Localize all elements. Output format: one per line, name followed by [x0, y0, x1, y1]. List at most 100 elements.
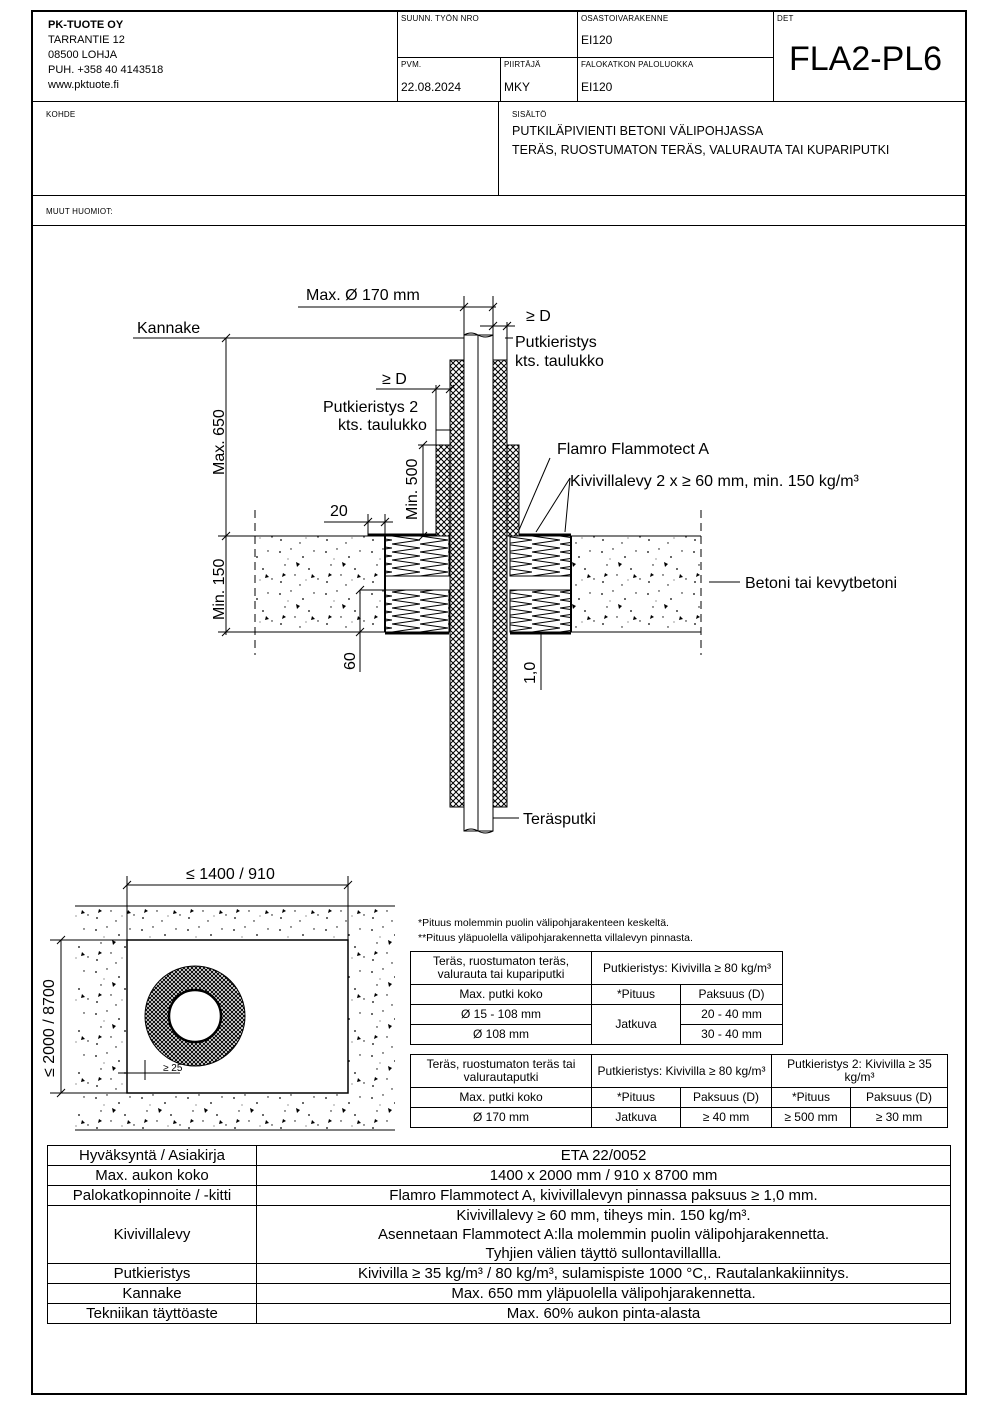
palokatko-label: FALOKATKON PALOLUOKKA	[581, 60, 694, 69]
min-150-label: Min. 150	[211, 559, 228, 620]
spec-value: Kivivilla ≥ 35 kg/m³ / 80 kg/m³, sulamis…	[256, 1263, 951, 1284]
plan-height-label: ≤ 2000 / 8700	[41, 979, 58, 1077]
title-divider	[31, 195, 967, 196]
t2-row-pituus: Jatkuva	[591, 1107, 681, 1128]
title-divider	[500, 57, 501, 102]
spec-value-line: Asennetaan Flammotect A:lla molemmin puo…	[377, 1226, 830, 1243]
pvm-value: 22.08.2024	[401, 80, 462, 94]
ge-d-left-label: ≥ D	[382, 371, 407, 388]
drawing-sheet	[31, 10, 967, 1395]
company-address: TARRANTIE 12	[48, 34, 125, 46]
spec-label: Hyväksyntä / Asiakirja	[47, 1145, 257, 1166]
t2-header-insulation: Putkieristys: Kivivilla ≥ 80 kg/m³	[591, 1054, 772, 1088]
company-name: PK-TUOTE OY	[48, 19, 124, 31]
t1-header-insulation: Putkieristys: Kivivilla ≥ 80 kg/m³	[591, 951, 783, 985]
sisalto-line1: PUTKILÄPIVIENTI BETONI VÄLIPOHJASSA	[512, 124, 764, 138]
spec-value: Flamro Flammotect A, kivivillalevyn pinn…	[256, 1185, 951, 1206]
spec-label: Tekniikan täyttöaste	[47, 1303, 257, 1324]
t2-col-pituus2: *Pituus	[771, 1087, 851, 1108]
det-value: FLA2-PL6	[789, 40, 943, 78]
spec-value: Max. 650 mm yläpuolella välipohjarakenne…	[256, 1283, 951, 1304]
spec-value-line: Tyhjien välien täyttö sullontavillallla.	[485, 1245, 722, 1262]
dim-10-label: 1,0	[522, 662, 539, 684]
muut-label: MUUT HUOMIOT:	[46, 207, 113, 216]
t2-row-paksuus2: ≥ 30 mm	[850, 1107, 948, 1128]
piirtaja-label: PIIRTÄJÄ	[504, 60, 541, 69]
flamro-label: Flamro Flammotect A	[557, 441, 709, 458]
t1-col-pituus: *Pituus	[591, 984, 681, 1005]
spec-value: Max. 60% aukon pinta-alasta	[256, 1303, 951, 1324]
plan-gap-label: ≥ 25	[163, 1063, 183, 1074]
company-info: PK-TUOTE OY TARRANTIE 12 08500 LOHJA PUH…	[48, 18, 163, 93]
terasputki-label: Teräsputki	[523, 811, 596, 828]
max-650-label: Max. 650	[211, 409, 228, 475]
spec-label: Putkieristys	[47, 1263, 257, 1284]
ge-d-right-label: ≥ D	[526, 308, 551, 325]
kts-taulukko2-label: kts. taulukko	[338, 417, 427, 434]
pipe-insulation	[449, 359, 508, 808]
spec-label: Kannake	[47, 1283, 257, 1304]
t1-row2-paksuus: 30 - 40 mm	[680, 1024, 783, 1045]
concrete-slab	[254, 510, 702, 655]
dim-20-label: 20	[330, 503, 348, 520]
spec-value-multi: Kivivillalevy ≥ 60 mm, tiheys min. 150 k…	[256, 1205, 951, 1264]
sisalto-line2: TERÄS, RUOSTUMATON TERÄS, VALURAUTA TAI …	[512, 143, 890, 157]
plan-width-label: ≤ 1400 / 910	[186, 866, 275, 883]
betoni-label: Betoni tai kevytbetoni	[745, 575, 897, 592]
t1-header-pipe: Teräs, ruostumaton teräs, valurauta tai …	[410, 951, 592, 985]
title-divider	[577, 10, 578, 102]
det-label: DET	[777, 14, 794, 23]
specification-table: Hyväksyntä / Asiakirja ETA 22/0052 Max. …	[47, 1145, 951, 1324]
t1-col-paksuus: Paksuus (D)	[680, 984, 783, 1005]
t2-col-size: Max. putki koko	[410, 1087, 592, 1108]
t2-header-insulation2: Putkieristys 2: Kivivilla ≥ 35 kg/m³	[771, 1054, 948, 1088]
company-web: www.pktuote.fi	[48, 79, 119, 91]
t2-header-pipe: Teräs, ruostumaton teräs tai valurautapu…	[410, 1054, 592, 1088]
osasto-value: EI120	[581, 33, 613, 47]
dim-60-label: 60	[342, 652, 359, 670]
palokatko-value: EI120	[581, 80, 613, 94]
piirtaja-value: MKY	[504, 80, 531, 94]
company-postal: 08500 LOHJA	[48, 49, 118, 61]
t2-col-paksuus2: Paksuus (D)	[850, 1087, 948, 1108]
pvm-label: PVM.	[401, 60, 422, 69]
title-divider	[397, 10, 398, 102]
t2-col-paksuus: Paksuus (D)	[680, 1087, 772, 1108]
t1-row1-pituus: Jatkuva	[591, 1004, 681, 1045]
note-1: *Pituus molemmin puolin välipohjarakente…	[418, 917, 669, 929]
spec-value-line: Kivivillalevy ≥ 60 mm, tiheys min. 150 k…	[456, 1207, 751, 1224]
plan-drawing: ≤ 1400 / 910 ≤ 2000 / 8700 ≥ 25	[41, 866, 395, 1131]
kohde-label: KOHDE	[46, 110, 76, 119]
mineral-wool-boards	[384, 535, 572, 633]
t2-col-pituus: *Pituus	[591, 1087, 681, 1108]
title-divider	[397, 57, 774, 58]
t2-row-size: Ø 170 mm	[410, 1107, 592, 1128]
t1-row1-size: Ø 15 - 108 mm	[410, 1004, 592, 1025]
title-divider	[773, 10, 774, 102]
t1-col-size: Max. putki koko	[410, 984, 592, 1005]
section-labels: Max. Ø 170 mm ≥ D Kannake Putkieristys k…	[137, 287, 897, 828]
kivivillalevy-label: Kivivillalevy 2 x ≥ 60 mm, min. 150 kg/m…	[570, 473, 860, 490]
kannake-label: Kannake	[137, 320, 200, 337]
dimension-lines	[133, 296, 740, 819]
steel-pipe	[463, 332, 494, 834]
insulation-table-2: Teräs, ruostumaton teräs tai valurautapu…	[410, 1054, 948, 1128]
title-divider	[31, 225, 967, 226]
t1-row2-size: Ø 108 mm	[410, 1024, 592, 1045]
t1-row1-paksuus: 20 - 40 mm	[680, 1004, 783, 1025]
spec-label: Kivivillalevy	[47, 1205, 257, 1264]
spec-value: 1400 x 2000 mm / 910 x 8700 mm	[256, 1165, 951, 1186]
spec-label: Max. aukon koko	[47, 1165, 257, 1186]
title-divider	[498, 101, 499, 196]
spec-value: ETA 22/0052	[256, 1145, 951, 1166]
sisalto-label: SISÄLTÖ	[512, 110, 547, 119]
title-divider	[31, 101, 967, 102]
company-phone: PUH. +358 40 4143518	[48, 64, 164, 76]
putkieristys2-label: Putkieristys 2	[323, 399, 418, 416]
kts-taulukko-label: kts. taulukko	[515, 353, 604, 370]
osasto-label: OSASTOIVARAKENNE	[581, 14, 669, 23]
note-2: **Pituus yläpuolella välipohjarakennetta…	[418, 932, 693, 944]
min-500-label: Min. 500	[404, 459, 421, 520]
max-dia-label: Max. Ø 170 mm	[306, 287, 420, 304]
